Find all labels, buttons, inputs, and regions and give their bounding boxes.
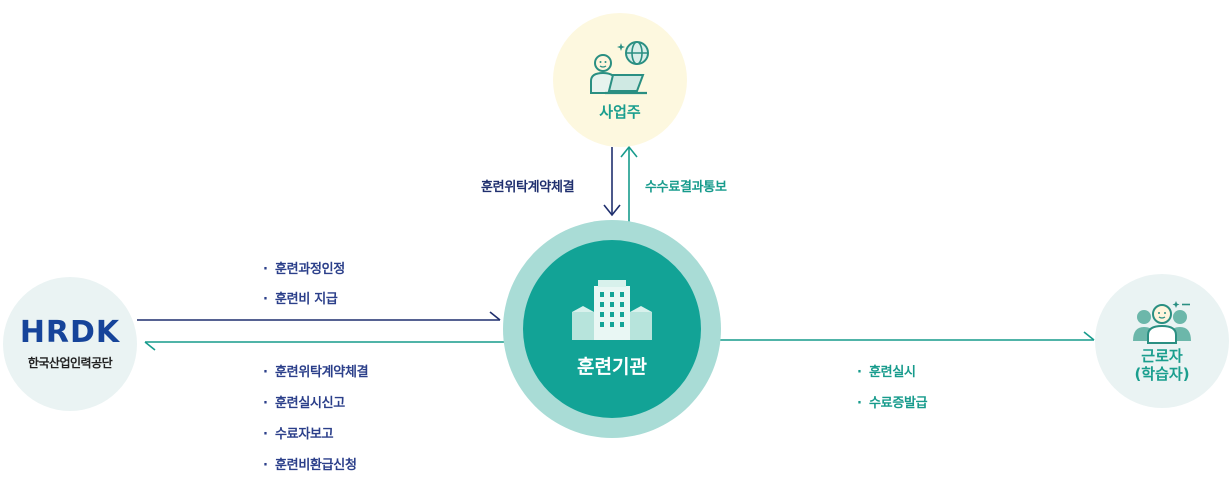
- arrowhead-center-to-employer: [620, 145, 638, 158]
- list-item: 수료자보고: [263, 419, 368, 450]
- list-item: 훈련실시신고: [263, 388, 368, 419]
- list-item: 훈련비 지급: [263, 285, 345, 315]
- arrowhead-center-to-hrdk: [144, 341, 156, 351]
- employer-node: 사업주: [553, 13, 687, 147]
- list-item: 훈련위탁계약체결: [263, 357, 369, 388]
- hrdk-node: HRDK 한국산업인력공단: [3, 277, 137, 411]
- list-hrdk-to-center: 훈련과정인정 훈련비 지급: [263, 255, 345, 315]
- label-employer-to-center: 훈련위탁계약체결: [481, 180, 575, 195]
- arrowhead-employer-to-center: [603, 204, 621, 217]
- employer-laptop-icon: [590, 40, 649, 94]
- label-center-to-employer: 수수료결과통보: [645, 180, 727, 195]
- list-center-to-hrdk: 훈련위탁계약체결 훈련실시신고 수료자보고 훈련비환급신청: [263, 357, 369, 481]
- worker-person-icon: [1133, 301, 1191, 344]
- list-center-to-worker: 훈련실시 수료증발급: [857, 357, 928, 419]
- employer-label: 사업주: [599, 102, 641, 121]
- list-item: 훈련비환급신청: [263, 450, 368, 481]
- building-icon: [572, 279, 652, 340]
- arrowhead-hrdk-to-center: [489, 311, 501, 321]
- center-node: 훈련기관: [523, 240, 701, 418]
- list-item: 훈련실시: [857, 357, 927, 388]
- arrowhead-center-to-worker: [1083, 331, 1095, 341]
- list-item: 수료증발급: [857, 388, 928, 419]
- center-label: 훈련기관: [577, 355, 647, 378]
- worker-node: 근로자 (학습자): [1095, 274, 1229, 408]
- worker-label: 근로자 (학습자): [1134, 347, 1190, 383]
- hrdk-label: 한국산업인력공단: [27, 355, 113, 370]
- hrdk-logo: HRDK: [19, 314, 121, 350]
- list-item: 훈련과정인정: [263, 255, 345, 285]
